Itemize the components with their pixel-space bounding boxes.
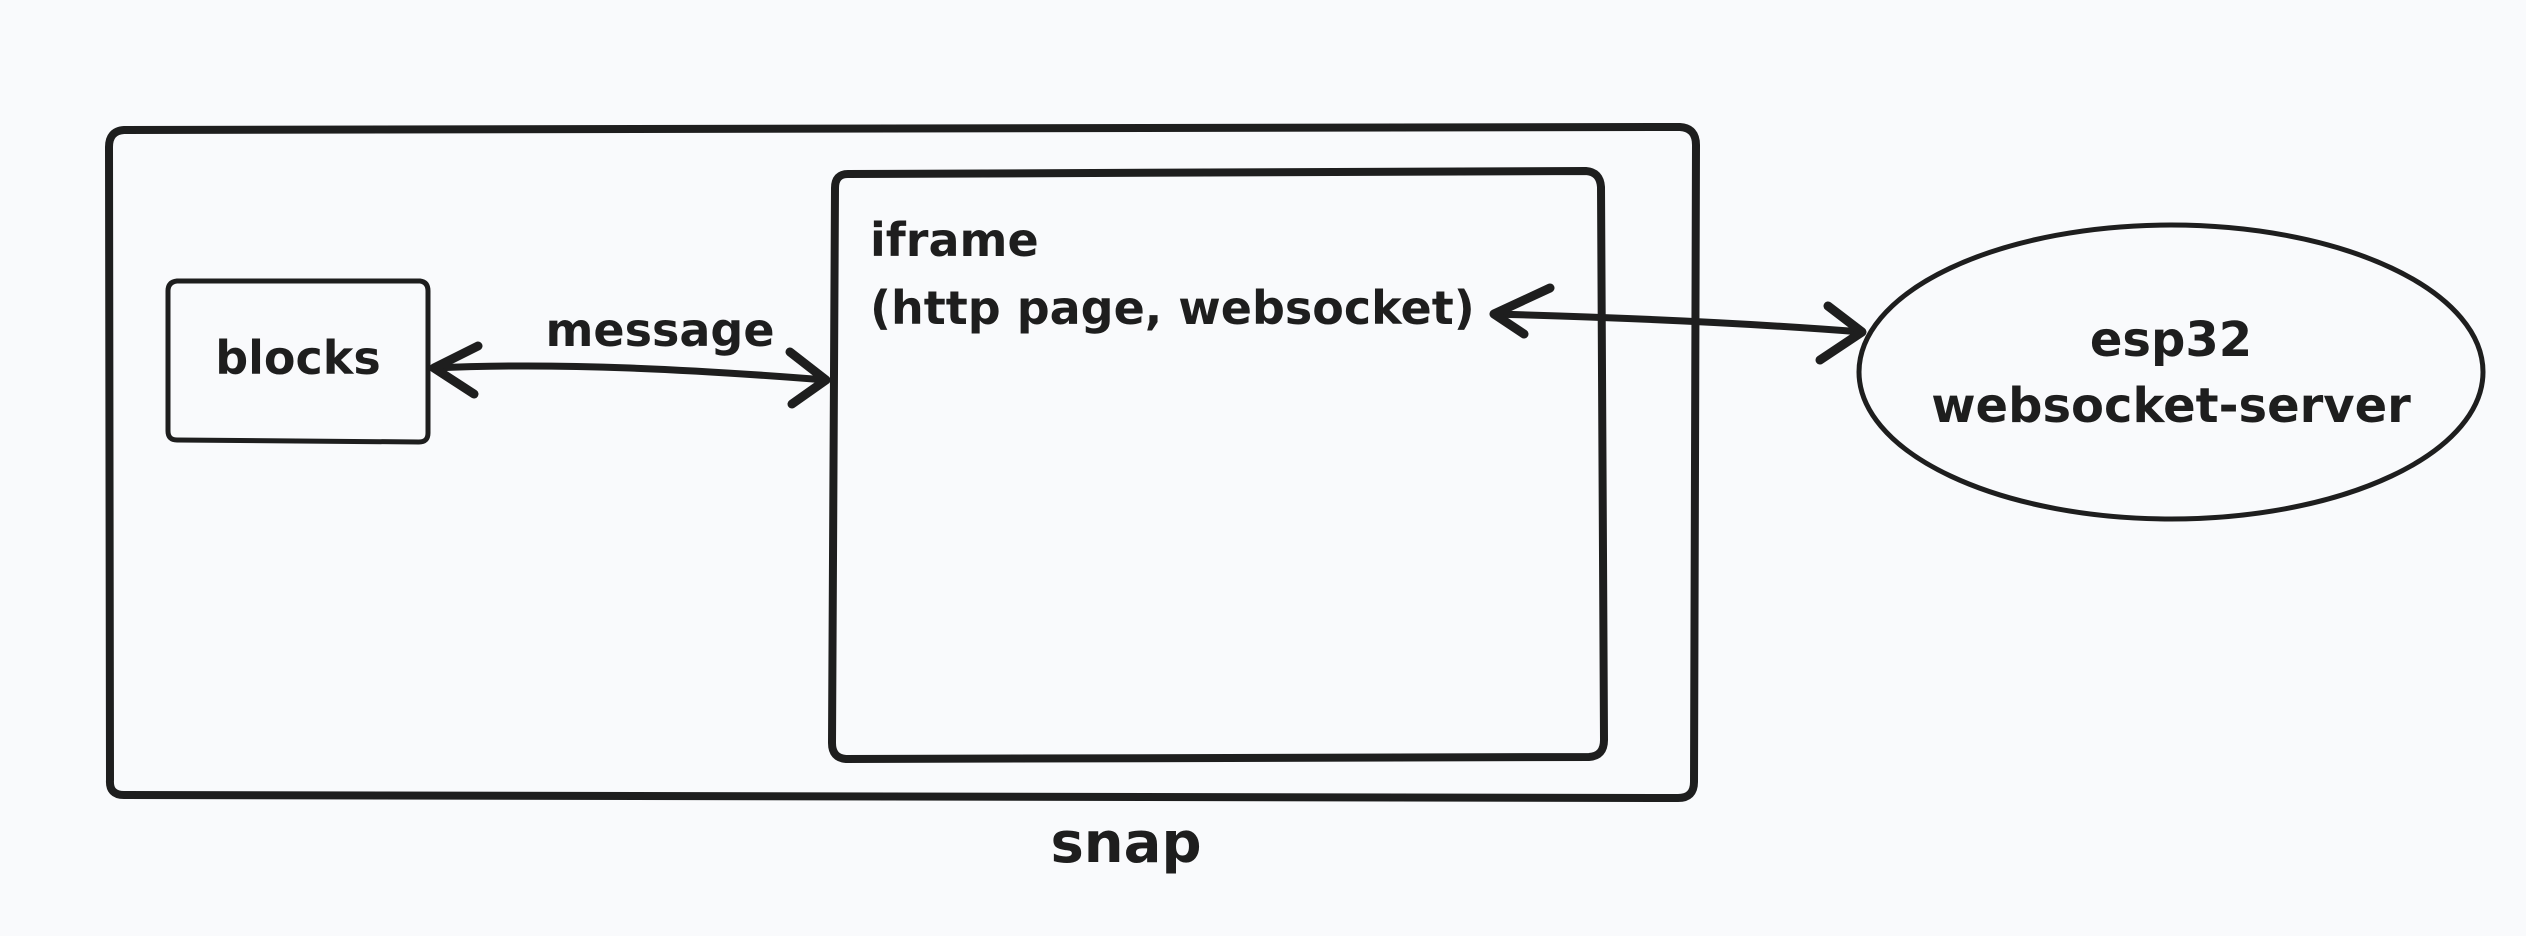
iframe-title: iframe: [870, 213, 1039, 267]
snap-container: [105, 123, 1700, 802]
esp32-subtitle: websocket-server: [1931, 378, 2411, 434]
snap-label: snap: [1050, 811, 1201, 876]
blocks-label: blocks: [215, 331, 381, 385]
esp32-node: [1856, 222, 2486, 522]
iframe-esp32-arrow-shaft: [1490, 310, 1866, 336]
blocks-iframe-arrow-head-left: [429, 341, 483, 399]
blocks-iframe-arrow: [429, 341, 831, 409]
iframe-esp32-arrow: [1489, 283, 1867, 365]
blocks-iframe-arrow-shaft: [430, 362, 830, 384]
iframe-esp32-arrow-head-left: [1489, 283, 1555, 339]
blocks-box: [165, 278, 431, 445]
message-label: message: [545, 303, 774, 357]
iframe-subtitle: (http page, websocket): [870, 281, 1475, 335]
iframe-esp32-arrow-head-right: [1815, 301, 1867, 365]
blocks-iframe-arrow-head-right: [785, 347, 831, 409]
iframe-box: [828, 167, 1608, 763]
esp32-title: esp32: [2090, 312, 2252, 368]
